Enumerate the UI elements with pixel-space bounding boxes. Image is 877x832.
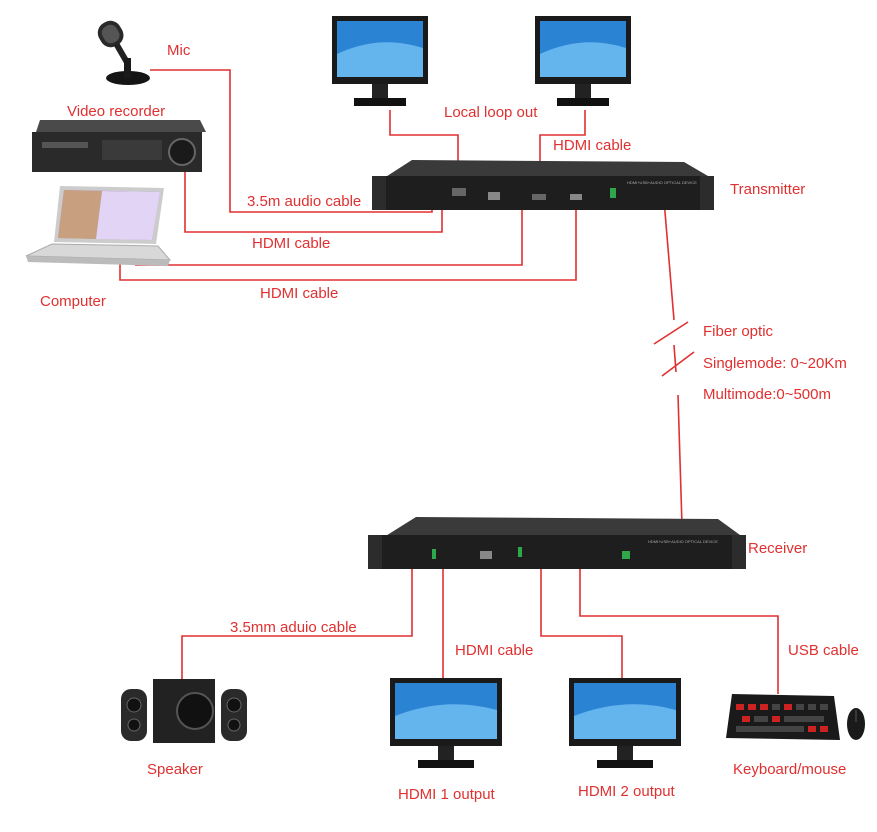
keyboard-mouse-icon xyxy=(726,694,865,740)
hdmi-cable-rx-label: HDMI cable xyxy=(455,642,534,659)
loop-out-monitor-1 xyxy=(332,16,428,106)
audio-cable-rx-label: 3.5mm aduio cable xyxy=(230,619,357,636)
loop-out-monitor-2 xyxy=(535,16,631,106)
hdmi-cable-top-label: HDMI cable xyxy=(553,137,632,154)
hdmi2-output-cable xyxy=(540,568,623,678)
computer-hdmi-cable-2 xyxy=(119,200,577,281)
microphone-icon xyxy=(97,20,150,85)
fiber-optic-label: Fiber optic xyxy=(703,323,774,340)
usb-output-cable xyxy=(579,568,779,694)
fiber-optic-cable xyxy=(663,199,684,559)
recorder-hdmi-cable xyxy=(184,170,443,233)
speaker-audio-cable xyxy=(181,568,413,680)
transmitter-brand: HDMI+USB+AUDIO OPTICAL DEVICE xyxy=(627,180,697,185)
speaker-label: Speaker xyxy=(147,761,203,778)
hdmi-cable-computer-label: HDMI cable xyxy=(260,285,339,302)
receiver-brand: HDMI+USB+AUDIO OPTICAL DEVICE xyxy=(648,539,718,544)
video-recorder-icon xyxy=(32,120,206,172)
speaker-icon xyxy=(121,679,247,743)
transmitter-device: HDMI+USB+AUDIO OPTICAL DEVICE xyxy=(372,160,714,210)
computer-hdmi-cable-1 xyxy=(135,200,523,266)
usb-cable-label: USB cable xyxy=(788,642,859,659)
audio-cable-tx-label: 3.5m audio cable xyxy=(247,193,362,210)
video-recorder-label: Video recorder xyxy=(67,103,166,120)
singlemode-label: Singlemode: 0~20Km xyxy=(703,355,847,372)
hdmi2-output-monitor xyxy=(569,678,681,768)
receiver-label: Receiver xyxy=(748,540,808,557)
local-loop-out-label: Local loop out xyxy=(444,104,538,121)
hdmi1-output-label: HDMI 1 output xyxy=(398,786,495,803)
computer-label: Computer xyxy=(40,293,106,310)
mic-label: Mic xyxy=(167,42,191,59)
hdmi1-output-monitor xyxy=(390,678,502,768)
keyboard-mouse-label: Keyboard/mouse xyxy=(733,761,847,778)
computer-icon xyxy=(25,186,172,266)
hdmi2-output-label: HDMI 2 output xyxy=(578,783,675,800)
receiver-device: HDMI+USB+AUDIO OPTICAL DEVICE xyxy=(368,517,746,569)
transmitter-label: Transmitter xyxy=(730,181,806,198)
multimode-label: Multimode:0~500m xyxy=(703,386,831,403)
hdmi-cable-recorder-label: HDMI cable xyxy=(252,235,331,252)
